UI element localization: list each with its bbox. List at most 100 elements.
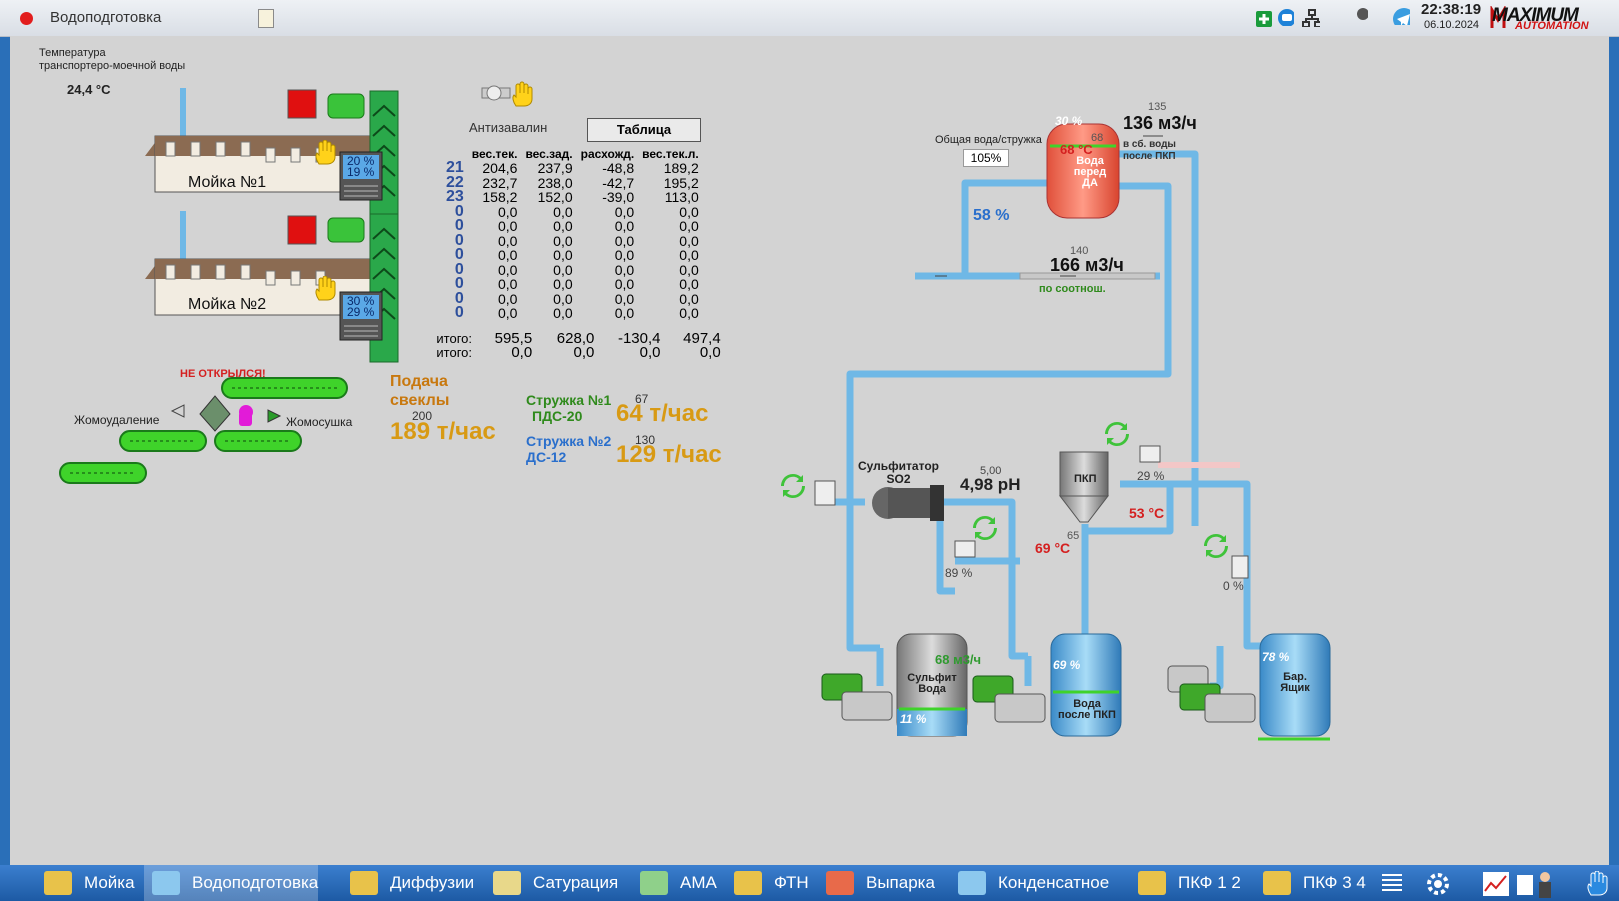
close-icon[interactable]: [20, 12, 33, 25]
table-cell: 204,6: [482, 160, 518, 176]
table-cell: 0,0: [679, 218, 699, 234]
reports-icon[interactable]: [1515, 869, 1555, 899]
notes-icon[interactable]: [258, 9, 274, 28]
table-cell: 0,0: [497, 290, 518, 307]
table-cell: 158,2: [482, 189, 518, 205]
washer-1-name: Мойка №1: [188, 174, 267, 191]
row-index: 0: [454, 260, 464, 278]
table-cell: 232,7: [482, 174, 518, 191]
taskbar: Мойка Водоподготовка Диффузии Сатурация …: [0, 865, 1619, 901]
row-index: 0: [454, 275, 464, 292]
brand-logo-icon: [1490, 6, 1506, 28]
table-cell: 195,2: [663, 174, 699, 191]
table-cell: 0,0: [497, 247, 518, 263]
tank-da-level: 30 %: [1055, 114, 1083, 128]
task-pkf34[interactable]: ПКФ 3 4: [1255, 865, 1366, 901]
table-cell: 0,0: [497, 305, 518, 321]
tank-bar-level: 78 %: [1262, 650, 1290, 664]
table-cell: 0,0: [614, 261, 635, 278]
table-button[interactable]: Таблица: [587, 118, 701, 142]
table-cell: 0,0: [614, 232, 635, 249]
pkf12-app-icon: [1138, 871, 1166, 895]
menu-icon[interactable]: [1380, 871, 1404, 895]
refresh-icon[interactable]: [1203, 533, 1229, 559]
valve2-pct: 89 %: [945, 566, 973, 580]
operator-icon[interactable]: [1350, 6, 1368, 24]
evaporation-app-icon: [826, 871, 854, 895]
pulp-alarm: НЕ ОТКРЫЛСЯ!: [180, 368, 266, 380]
task-moyka[interactable]: Мойка: [36, 865, 135, 901]
table-cell: 0,0: [679, 247, 699, 263]
task-ftn[interactable]: ФТН: [726, 865, 809, 901]
network-icon[interactable]: [1302, 9, 1320, 27]
chips-2-value: 129 т/час: [616, 441, 722, 468]
table-cell: 0,0: [553, 305, 573, 321]
task-vyparka[interactable]: Выпарка: [818, 865, 935, 901]
add-icon[interactable]: [1255, 10, 1273, 28]
table-cell: 0,0: [614, 247, 635, 263]
chat-icon[interactable]: [1276, 8, 1294, 26]
beet-feed-setpoint: 200: [412, 409, 433, 423]
pkf34-app-icon: [1263, 871, 1291, 895]
refresh-icon[interactable]: [1104, 421, 1130, 447]
trend-icon[interactable]: [1482, 871, 1510, 897]
tank-da-temp-setpoint: 68: [1091, 132, 1104, 144]
task-kondensatnoe[interactable]: Конденсатное: [950, 865, 1109, 901]
row-index: 0: [454, 246, 464, 263]
table-header: вес.тек.л.: [642, 147, 699, 161]
brand-logo-sub: AUTOMATION: [1515, 20, 1589, 32]
chips-1-setpoint: 67: [635, 392, 649, 406]
table-cell: 0,0: [679, 305, 699, 321]
ratio-input[interactable]: 105%: [963, 149, 1009, 167]
row-index: 0: [454, 202, 464, 220]
condensate-app-icon: [958, 871, 986, 895]
settings-icon[interactable]: [1425, 871, 1451, 897]
task-diffuzii[interactable]: Диффузии: [342, 865, 474, 901]
task-pkf12[interactable]: ПКФ 1 2: [1130, 865, 1241, 901]
antizavalin-valve-icon[interactable]: [480, 70, 540, 108]
task-ama[interactable]: АМА: [632, 865, 717, 901]
table-cell: 0,0: [614, 276, 635, 292]
flow2-value: 166 м3/ч: [1050, 255, 1124, 275]
telegram-icon[interactable]: [1392, 7, 1410, 25]
table-cell: 0,0: [553, 276, 573, 292]
table-cell: 152,0: [537, 189, 573, 205]
flow2-setpoint: 140: [1070, 245, 1089, 257]
pkp-label: ПКП: [1074, 473, 1097, 485]
hand-icon[interactable]: [314, 276, 336, 302]
table-cell: 0,0: [614, 305, 635, 321]
refresh-icon[interactable]: [780, 473, 806, 499]
water-app-icon: [152, 871, 180, 895]
clock-date: 06.10.2024: [1424, 19, 1480, 31]
task-saturaciya[interactable]: Сатурация: [485, 865, 618, 901]
saturation-app-icon: [493, 871, 521, 895]
table-total-1: итого: 595,5 628,0 -130,4 497,4: [436, 330, 721, 347]
beet-feed-value: 189 т/час: [390, 418, 496, 445]
ph-setpoint: 5,00: [980, 465, 1002, 477]
task-vodopodgotovka[interactable]: Водоподготовка: [144, 865, 319, 901]
table-header: вес.тек.: [471, 147, 518, 161]
table-total-2: итого: 0,0 0,0 0,0 0,0: [436, 344, 721, 361]
hand-cursor-icon[interactable]: [1585, 871, 1611, 897]
table-cell: 0,0: [679, 232, 699, 249]
table-cell: 0,0: [553, 261, 573, 278]
hand-icon[interactable]: [314, 140, 336, 166]
main-panel: Температура транспортеро-моечной воды 24…: [10, 36, 1609, 865]
table-header: расхожд.: [580, 147, 635, 161]
refresh-icon[interactable]: [972, 515, 998, 541]
valve-pct: 58 %: [973, 207, 1010, 224]
window-title: Водоподготовка: [50, 9, 162, 26]
table-cell: 0,0: [497, 218, 518, 234]
table-cell: 0,0: [553, 232, 573, 249]
